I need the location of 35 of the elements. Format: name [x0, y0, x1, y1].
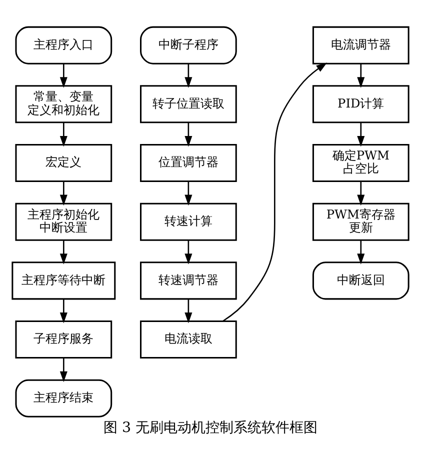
arrow — [184, 299, 192, 324]
node-box: 中断子程序 — [140, 26, 237, 64]
node-box: 转速计算 — [140, 202, 237, 241]
arrow — [184, 64, 192, 88]
node-box: 宏定义 — [15, 144, 112, 182]
node-box: 主程序初始化中断设置 — [15, 202, 112, 241]
node-box: 主程序入口 — [15, 26, 112, 64]
arrow — [60, 358, 68, 382]
node-box: 中断返回 — [312, 262, 410, 300]
arrow — [184, 240, 192, 264]
node-box: 主程序等待中断 — [12, 262, 116, 300]
node-box: 常量、变量定义和初始化 — [15, 85, 112, 124]
arrow — [60, 240, 68, 264]
node-box: PID计算 — [312, 85, 410, 124]
node-box: 转子位置读取 — [140, 85, 237, 124]
arrow — [222, 62, 328, 322]
node-box: 电流读取 — [140, 320, 237, 359]
node-box: PWM寄存器更新 — [312, 202, 410, 241]
arrow — [184, 122, 192, 147]
node-box: 电流调节器 — [312, 26, 410, 64]
arrow — [60, 64, 68, 88]
node-box: 确定PWM占空比 — [312, 144, 410, 182]
arrow — [357, 240, 365, 264]
node-box: 转速调节器 — [140, 262, 237, 300]
arrow — [357, 181, 365, 206]
arrow — [60, 299, 68, 324]
node-box: 位置调节器 — [140, 144, 237, 182]
arrow — [60, 122, 68, 147]
arrow — [184, 181, 192, 206]
arrow — [60, 181, 68, 206]
arrow — [357, 64, 365, 88]
node-box: 子程序服务 — [15, 320, 112, 359]
caption: 图 3 无刷电动机控制系统软件框图 — [103, 420, 318, 436]
arrow — [357, 122, 365, 147]
node-box: 主程序结束 — [15, 379, 112, 418]
